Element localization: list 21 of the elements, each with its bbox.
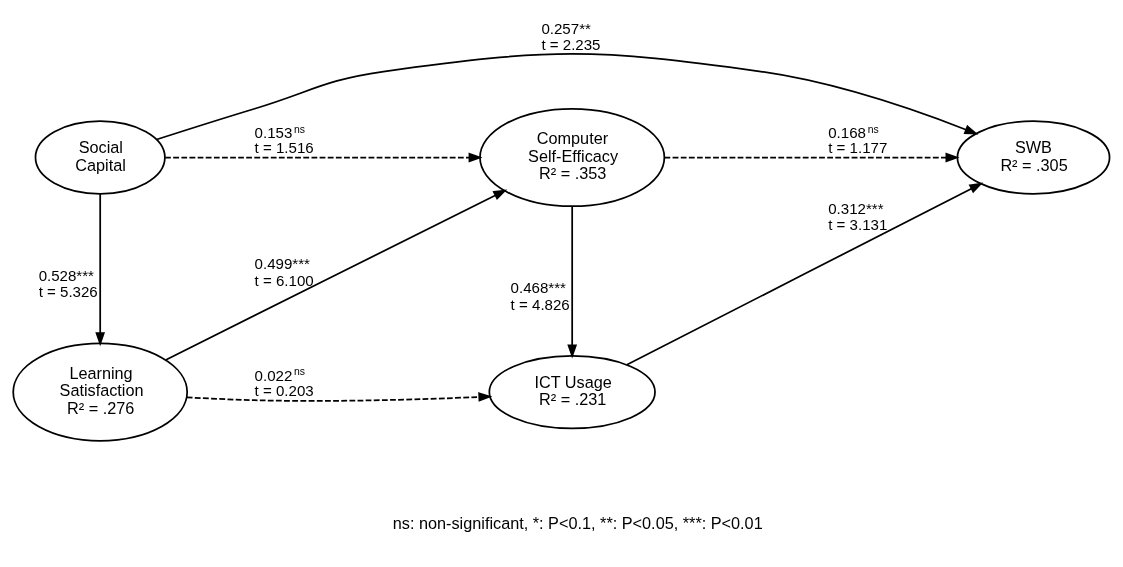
edge-label: 0.528*** t = 5.326 (38, 266, 98, 301)
node-ellipse: Learning Satisfaction R² = .276 (12, 342, 189, 442)
node-ellipse: Social Capital (34, 120, 166, 195)
arrow (663, 152, 960, 163)
edge-label: 0.153$^{ns}$ t = 1.516 (254, 123, 314, 157)
arrow (155, 53, 979, 141)
edge-label: 0.468*** t = 4.826 (510, 279, 570, 313)
edge-label: 0.257** t = 2.235 (541, 19, 601, 53)
arrow (95, 192, 106, 347)
arrow (185, 392, 493, 402)
edge-label: 0.022$^{ns}$ t = 0.203 (254, 366, 314, 400)
arrow (164, 152, 483, 163)
arrow (567, 205, 578, 359)
edge-label: 0.312*** t = 3.131 (828, 199, 888, 233)
edge-label: 0.499*** t = 6.100 (254, 255, 314, 289)
label: ns: non-significant, *: P<0.1, **: P<0.05, ***: P<0.01 (392, 513, 763, 532)
node-ellipse: Computer Self-Efficacy R² = .353 (479, 107, 666, 208)
edge-label: 0.168$^{ns}$ t = 1.177 (828, 123, 888, 157)
arrow (164, 189, 508, 361)
arrow (626, 182, 984, 366)
node-ellipse: ICT Usage R² = .231 (488, 354, 656, 430)
